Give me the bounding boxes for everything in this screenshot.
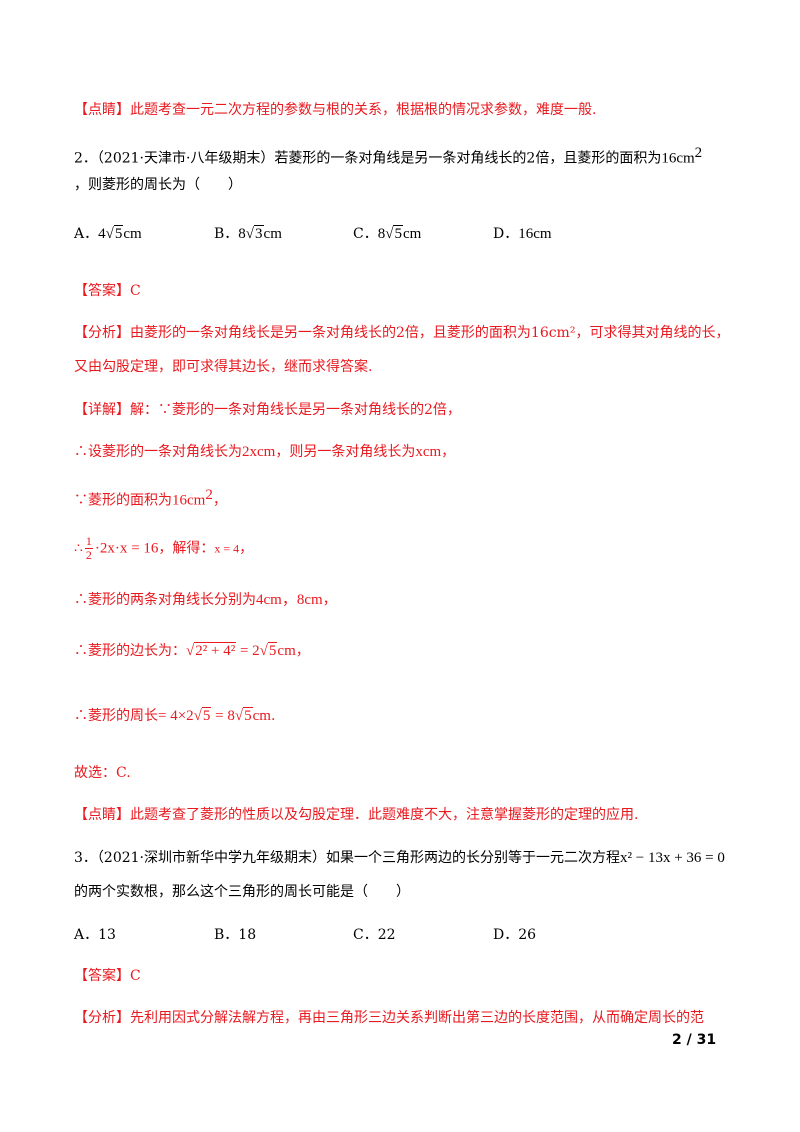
- q2-option-c: C．8√5cm: [353, 225, 422, 242]
- q2-stem-line2: ，则菱形的周长为（ ）: [74, 177, 242, 193]
- q3-analysis-line1: 【分析】先利用因式分解法解方程，再由三角形三边关系判断出第三边的长度范围，从而确…: [74, 1010, 704, 1026]
- q2-answer: 【答案】C: [74, 283, 141, 299]
- p1-comment: 【点睛】此题考查一元二次方程的参数与根的关系，根据根的情况求参数，难度一般.: [74, 102, 597, 118]
- q2-analysis-line1: 【分析】由菱形的一条对角线长是另一条对角线长的2倍，且菱形的面积为16cm²，可…: [74, 325, 730, 341]
- q3-option-b: B．18: [214, 927, 257, 943]
- q2-detail-line2: ∴设菱形的一条对角线长为2xcm，则另一条对角线长为xcm，: [74, 444, 456, 460]
- q3-option-c: C．22: [353, 927, 396, 943]
- q2-option-a: A．4√5cm: [74, 225, 142, 242]
- q2-stem-line1: 2．（2021·天津市·八年级期末）若菱形的一条对角线是另一条对角线长的2倍，且…: [74, 145, 703, 167]
- q2-detail-line6: ∴菱形的边长为：√2² + 4² = 2√5cm，: [74, 642, 310, 659]
- q3-option-d: D．26: [493, 927, 537, 943]
- q2-detail-line5: ∴菱形的两条对角线长分别为4cm，8cm，: [74, 592, 337, 608]
- q2-detail-line7: ∴菱形的周长= 4×2√5 = 8√5cm.: [74, 707, 276, 724]
- q3-stem-line2: 的两个实数根，那么这个三角形的周长可能是（ ）: [74, 884, 410, 900]
- q2-comment: 【点睛】此题考查了菱形的性质以及勾股定理．此题难度不大，注意掌握菱形的定理的应用…: [74, 807, 639, 823]
- q2-option-d: D．16cm: [493, 226, 552, 242]
- comment-bracket: 【点睛】: [74, 102, 130, 118]
- q3-answer: 【答案】C: [74, 968, 141, 984]
- q3-option-a: A．13: [74, 927, 116, 943]
- q2-detail-line1: 【详解】解：∵菱形的一条对角线长是另一条对角线长的2倍，: [74, 402, 461, 418]
- page-number: 2 / 31: [672, 1032, 717, 1048]
- q2-analysis-line2: 又由勾股定理，即可求得其边长，继而求得答案.: [74, 359, 373, 375]
- q2-option-b: B．8√3cm: [214, 225, 282, 242]
- q2-detail-line3: ∵菱形的面积为16cm2，: [74, 487, 227, 509]
- q2-choice: 故选：C.: [74, 765, 131, 781]
- q3-stem-line1: 3．（2021·深圳市新华中学九年级期末）如果一个三角形两边的长分别等于一元二次…: [74, 850, 725, 866]
